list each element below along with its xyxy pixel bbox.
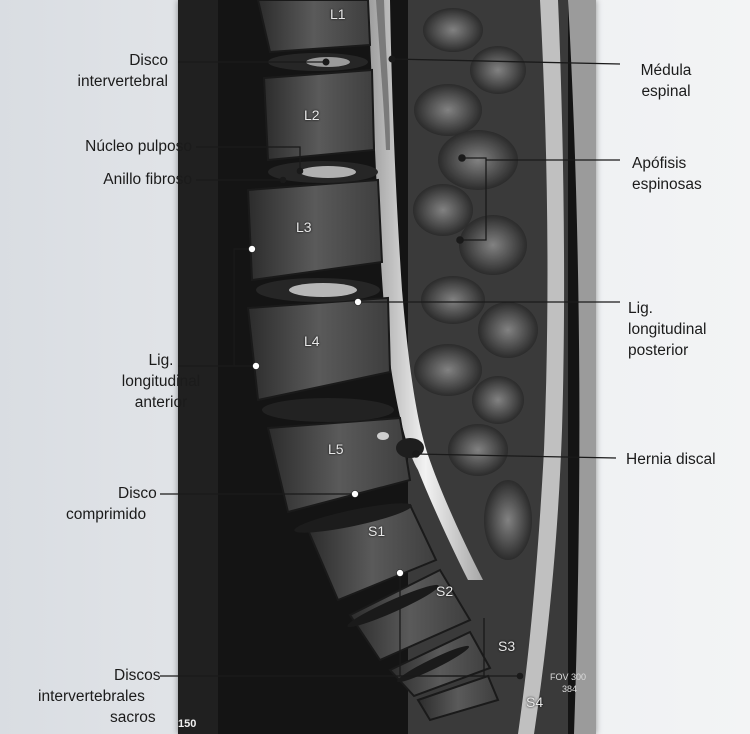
vertebra-s4-label: S4	[526, 694, 544, 710]
vertebra-l3-label: L3	[296, 219, 312, 235]
dot-lig-posterior	[354, 298, 362, 306]
leader-discos-sacros-bracket	[399, 573, 485, 677]
label-discos-sacros: Discos intervertebrales sacros	[38, 665, 161, 728]
dot-disco-comprimido	[351, 490, 359, 498]
label-anillo-fibroso: Anillo fibroso	[103, 171, 192, 188]
label-nucleo-pulposo: Núcleo pulposo	[85, 138, 192, 155]
page-number: 150	[178, 718, 197, 730]
label-lig-posterior-line1: Lig.	[628, 300, 653, 317]
label-apofisis-line2: espinosas	[632, 176, 702, 193]
dot-discos-sacros	[396, 569, 404, 577]
vertebra-l5-label: L5	[328, 441, 344, 457]
label-disco-intervertebral-line2: intervertebral	[77, 73, 168, 90]
mri-sagittal-image: L1 L2 L3 L4 L5 S1 S2 S3 S4 FOV 300 384 1…	[178, 0, 596, 734]
dot-apofisis-top	[458, 154, 466, 162]
dot-disco-intervertebral	[322, 58, 330, 66]
vertebra-l2-label: L2	[304, 107, 320, 123]
dot-anillo-fibroso	[279, 176, 287, 184]
dot-nucleo-pulposo	[296, 167, 304, 175]
scan-matrix-text: 384	[562, 684, 578, 694]
vertebra-l4-label: L4	[304, 333, 320, 349]
vertebra-s2-label: S2	[436, 583, 454, 599]
label-apofisis: Apófisis espinosas	[632, 153, 722, 195]
leader-apofisis-bracket	[460, 157, 487, 241]
label-disco-comprimido: Disco comprimido	[66, 483, 166, 525]
dot-lig-anterior-top	[248, 245, 256, 253]
label-disco-intervertebral-line1: Disco	[129, 52, 168, 69]
leader-medula	[391, 58, 621, 65]
label-lig-anterior-line1: Lig.	[148, 352, 174, 369]
dot-lig-anterior-bottom	[252, 362, 260, 370]
label-medula-line1: Médula	[640, 62, 692, 79]
label-disco-comprimido-line1: Disco	[118, 485, 157, 502]
label-discos-sacros-line2: intervertebrales	[38, 688, 145, 705]
label-lig-anterior-line2: longitudinal	[121, 373, 201, 390]
label-disco-comprimido-line2: comprimido	[66, 506, 147, 523]
dot-medula	[388, 55, 396, 63]
scan-fov-text: FOV 300	[550, 672, 587, 682]
label-hernia: Hernia discal	[626, 451, 716, 468]
label-lig-posterior-line2: longitudinal	[628, 321, 707, 338]
label-lig-anterior: Lig. longitudinal anterior	[116, 350, 206, 413]
leader-hernia	[415, 453, 617, 459]
dot-hernia	[412, 450, 420, 458]
leader-lig-anterior-bracket	[233, 248, 256, 367]
vertebra-s1-label: S1	[368, 523, 386, 539]
vertebra-s3-label: S3	[498, 638, 516, 654]
label-discos-sacros-line3: sacros	[110, 709, 156, 726]
dot-apofisis-bottom	[456, 236, 464, 244]
dot-discos-sacros-end	[516, 672, 524, 680]
leader-nucleo-pulposo	[196, 146, 301, 170]
label-discos-sacros-line1: Discos	[114, 667, 161, 684]
label-disco-intervertebral: Disco intervertebral	[60, 50, 168, 92]
vertebra-l1-label: L1	[330, 6, 346, 22]
label-medula: Médula espinal	[624, 60, 708, 102]
label-lig-posterior: Lig. longitudinal posterior	[628, 298, 718, 361]
mri-drawing	[178, 0, 596, 734]
label-lig-posterior-line3: posterior	[628, 342, 689, 359]
label-lig-anterior-line3: anterior	[134, 394, 188, 411]
label-medula-line2: espinal	[641, 83, 691, 100]
label-apofisis-line1: Apófisis	[632, 155, 687, 172]
